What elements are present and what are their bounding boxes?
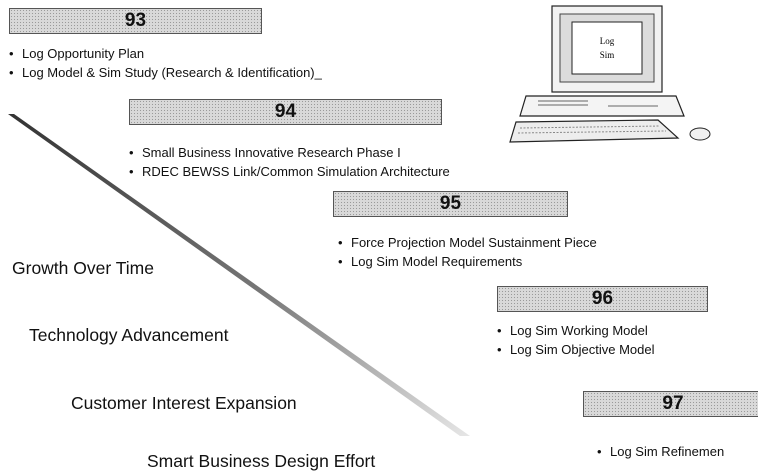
theme-growth-over-time: Growth Over Time (12, 258, 154, 278)
desktop-computer-icon: Log Sim (509, 5, 711, 143)
year-93-list: Log Opportunity Plan Log Model & Sim Stu… (9, 44, 322, 82)
year-box-94: 94 (129, 99, 442, 125)
year-box-97: 97 (583, 391, 758, 417)
year-box-95: 95 (333, 191, 568, 217)
list-item: Log Model & Sim Study (Research & Identi… (9, 63, 322, 82)
year-96-list: Log Sim Working Model Log Sim Objective … (497, 321, 655, 359)
year-94-list: Small Business Innovative Research Phase… (129, 143, 450, 181)
list-item: Small Business Innovative Research Phase… (129, 143, 450, 162)
list-item: Log Sim Model Requirements (338, 252, 597, 271)
list-item: Log Opportunity Plan (9, 44, 322, 63)
list-item: Log Sim Refinemen (597, 442, 724, 461)
list-item: Force Projection Model Sustainment Piece (338, 233, 597, 252)
list-item: Log Sim Objective Model (497, 340, 655, 359)
list-item: Log Sim Working Model (497, 321, 655, 340)
theme-smart-business-design-effort: Smart Business Design Effort (147, 451, 376, 471)
computer-screen-line1: Log (600, 36, 615, 46)
year-box-93: 93 (9, 8, 262, 34)
year-97-list: Log Sim Refinemen (597, 442, 724, 461)
theme-technology-advancement: Technology Advancement (29, 325, 229, 345)
year-box-96: 96 (497, 286, 708, 312)
computer-screen-line2: Sim (600, 50, 615, 60)
theme-customer-interest-expansion: Customer Interest Expansion (71, 393, 297, 413)
list-item: RDEC BEWSS Link/Common Simulation Archit… (129, 162, 450, 181)
year-95-list: Force Projection Model Sustainment Piece… (338, 233, 597, 271)
